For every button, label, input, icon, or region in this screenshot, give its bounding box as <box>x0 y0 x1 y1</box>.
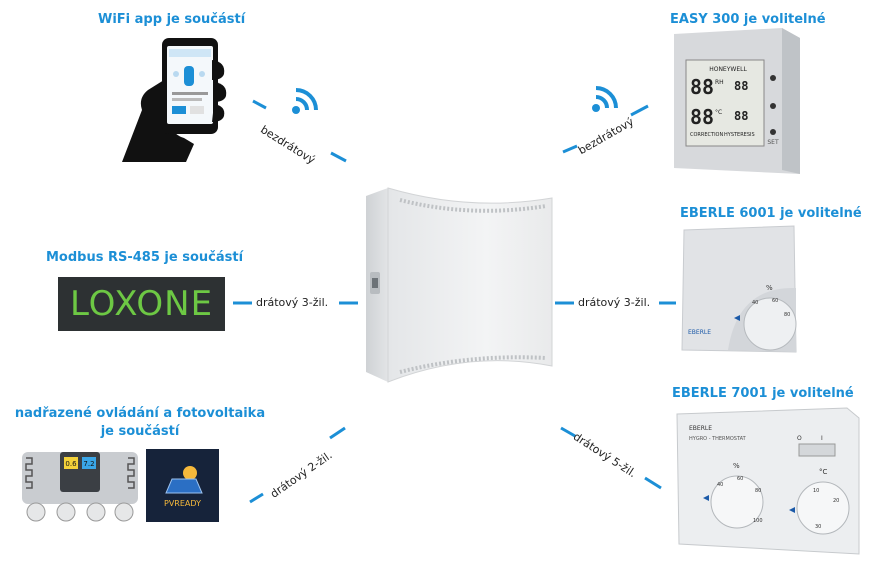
easy300-correction: CORRECTION <box>690 132 723 138</box>
loxone-logo-text: LOXONE <box>69 284 214 324</box>
eberle7001-device: EBERLE HYGRO - THERMOSTAT O I % °C 40 60… <box>676 407 860 555</box>
eberle7001-percent: % <box>733 462 740 470</box>
eberle6001-mark-0: 40 <box>752 300 758 306</box>
easy300-rh-unit: RH <box>715 79 724 86</box>
eberle6001-device: % 40 60 80 EBERLE <box>681 225 797 353</box>
controller-device: 0.6 7.2 <box>22 452 138 522</box>
control-title-line2: je součástí <box>100 424 180 439</box>
loxone-logo: LOXONE <box>58 277 225 331</box>
easy300-set-label: SET <box>767 139 779 146</box>
easy300-hysteresis: HYSTERESIS <box>724 132 755 138</box>
easy300-small-value2: 88 <box>734 109 748 123</box>
eberle7001-hum-mark-3: 100 <box>753 518 763 524</box>
eberle7001-temp-mark-0: 10 <box>813 488 819 494</box>
eberle7001-celsius: °C <box>819 468 828 476</box>
eberle7001-switch-off: O <box>797 435 802 442</box>
wifi-icon-right <box>592 86 618 112</box>
wifi-left-dash-a <box>252 99 267 110</box>
pvready-text: PVREADY <box>164 499 201 508</box>
eberle7001-hum-mark-1: 60 <box>737 476 743 482</box>
easy300-up-button[interactable] <box>770 75 776 81</box>
easy300-temp-value: 88 <box>690 105 714 129</box>
eberle6001-mark-2: 80 <box>784 312 790 318</box>
easy300-set-button[interactable] <box>770 129 776 135</box>
eberle7001-switch-on: I <box>821 435 823 442</box>
wifi-right-dash-a <box>562 144 578 154</box>
control-title-line1: nadřazené ovládání a fotovoltaika <box>14 406 266 421</box>
solar-panel-icon <box>165 466 203 494</box>
easy300-rh-value: 88 <box>690 75 714 99</box>
control-dash-b <box>329 426 346 440</box>
easy300-device: HONEYWELL 88 RH 88 88 °C 88 CORRECTION H… <box>674 28 800 174</box>
eberle7001-temp-mark-1: 20 <box>833 498 839 504</box>
loxone-connection-label: drátový 3-žil. <box>256 296 329 309</box>
pvready-logo: PVREADY <box>146 449 219 522</box>
eberle7001-model: HYGRO - THERMOSTAT <box>689 436 747 442</box>
eberle6001-connection-label: drátový 3-žil. <box>578 296 651 309</box>
easy300-brand: HONEYWELL <box>709 66 747 73</box>
easy300-temp-unit: °C <box>715 109 722 116</box>
eberle7001-dash-a <box>560 426 576 438</box>
eberle6001-percent: % <box>766 284 773 292</box>
eberle7001-hum-mark-2: 80 <box>755 488 761 494</box>
easy300-title: EASY 300 je volitelné <box>670 12 826 27</box>
hand-phone-icon <box>122 38 227 162</box>
wifi-app-title: WiFi app je součástí <box>98 12 246 27</box>
wifi-left-dash-b <box>330 151 347 163</box>
eberle7001-brand: EBERLE <box>689 425 712 432</box>
eberle7001-humidity-dial[interactable] <box>710 475 764 529</box>
easy300-down-button[interactable] <box>770 103 776 109</box>
eberle6001-brand: EBERLE <box>688 329 711 336</box>
control-dash-a <box>249 492 264 504</box>
eberle7001-dash-b <box>644 476 662 490</box>
wifi-right-dash-b <box>630 104 649 117</box>
modbus-title: Modbus RS-485 je součástí <box>46 250 244 265</box>
eberle6001-title: EBERLE 6001 je volitelné <box>680 206 862 221</box>
controller-display2: 7.2 <box>83 460 94 468</box>
controller-display1: 0.6 <box>65 460 77 468</box>
eberle7001-title: EBERLE 7001 je volitelné <box>672 386 854 401</box>
eberle7001-hum-mark-0: 40 <box>717 482 723 488</box>
eberle6001-mark-1: 60 <box>772 298 778 304</box>
eberle7001-switch[interactable] <box>798 443 836 457</box>
eberle7001-temperature-dial[interactable] <box>796 481 850 535</box>
easy300-small-value1: 88 <box>734 79 748 93</box>
wifi-icon-left <box>292 88 318 114</box>
eberle7001-temp-mark-2: 30 <box>815 524 821 530</box>
central-unit <box>366 187 553 383</box>
